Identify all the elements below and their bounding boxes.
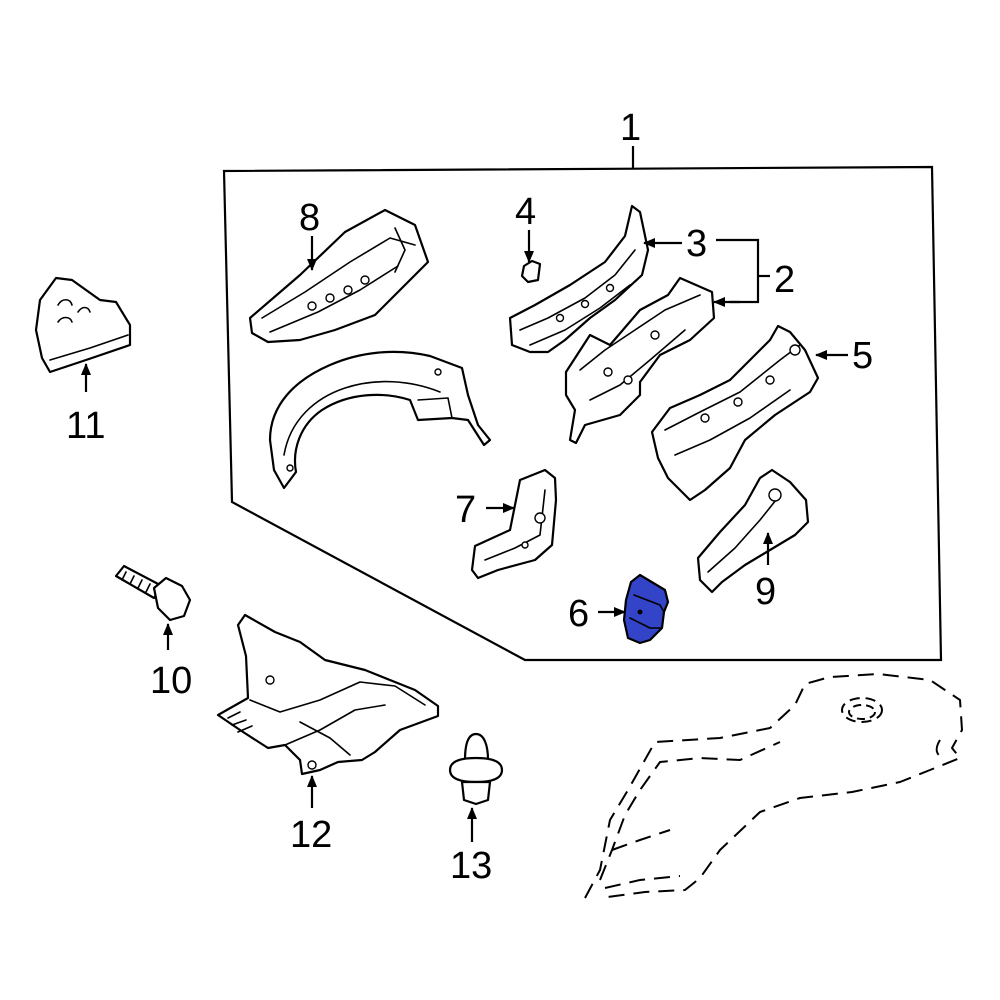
- callout-6: 6: [568, 593, 589, 635]
- part-8-upper-rail: [248, 208, 430, 344]
- callout-9: 9: [755, 571, 776, 613]
- callout-10: 10: [150, 660, 192, 702]
- middle-rail-part: [564, 276, 716, 445]
- callout-1: 1: [620, 107, 641, 149]
- part-13-push-clip: [448, 732, 504, 806]
- callout-13: 13: [450, 845, 492, 887]
- callout-12: 12: [290, 814, 332, 856]
- part-4-clip: [520, 259, 542, 284]
- part-5-side-rail: [650, 324, 820, 502]
- assembly-boundary: [222, 165, 943, 662]
- callout-2: 2: [774, 259, 795, 301]
- part-6-highlighted: [622, 573, 670, 645]
- callout-8: 8: [299, 197, 320, 239]
- part-3-inner-rail: [508, 204, 650, 354]
- wheelhouse-panel: [268, 350, 492, 490]
- callout-5: 5: [852, 335, 873, 377]
- callout-2-bracket: [716, 238, 760, 304]
- part-12-floor-panel: [216, 613, 440, 776]
- callout-11: 11: [66, 405, 105, 447]
- part-9-extension: [696, 468, 810, 594]
- callout-4: 4: [515, 191, 536, 233]
- part-11-bracket: [34, 276, 132, 374]
- callout-3: 3: [686, 223, 707, 265]
- body-reference-outline: [584, 673, 963, 899]
- part-7-bracket: [470, 468, 558, 580]
- part-10-bolt: [114, 564, 192, 622]
- callout-7: 7: [455, 489, 476, 531]
